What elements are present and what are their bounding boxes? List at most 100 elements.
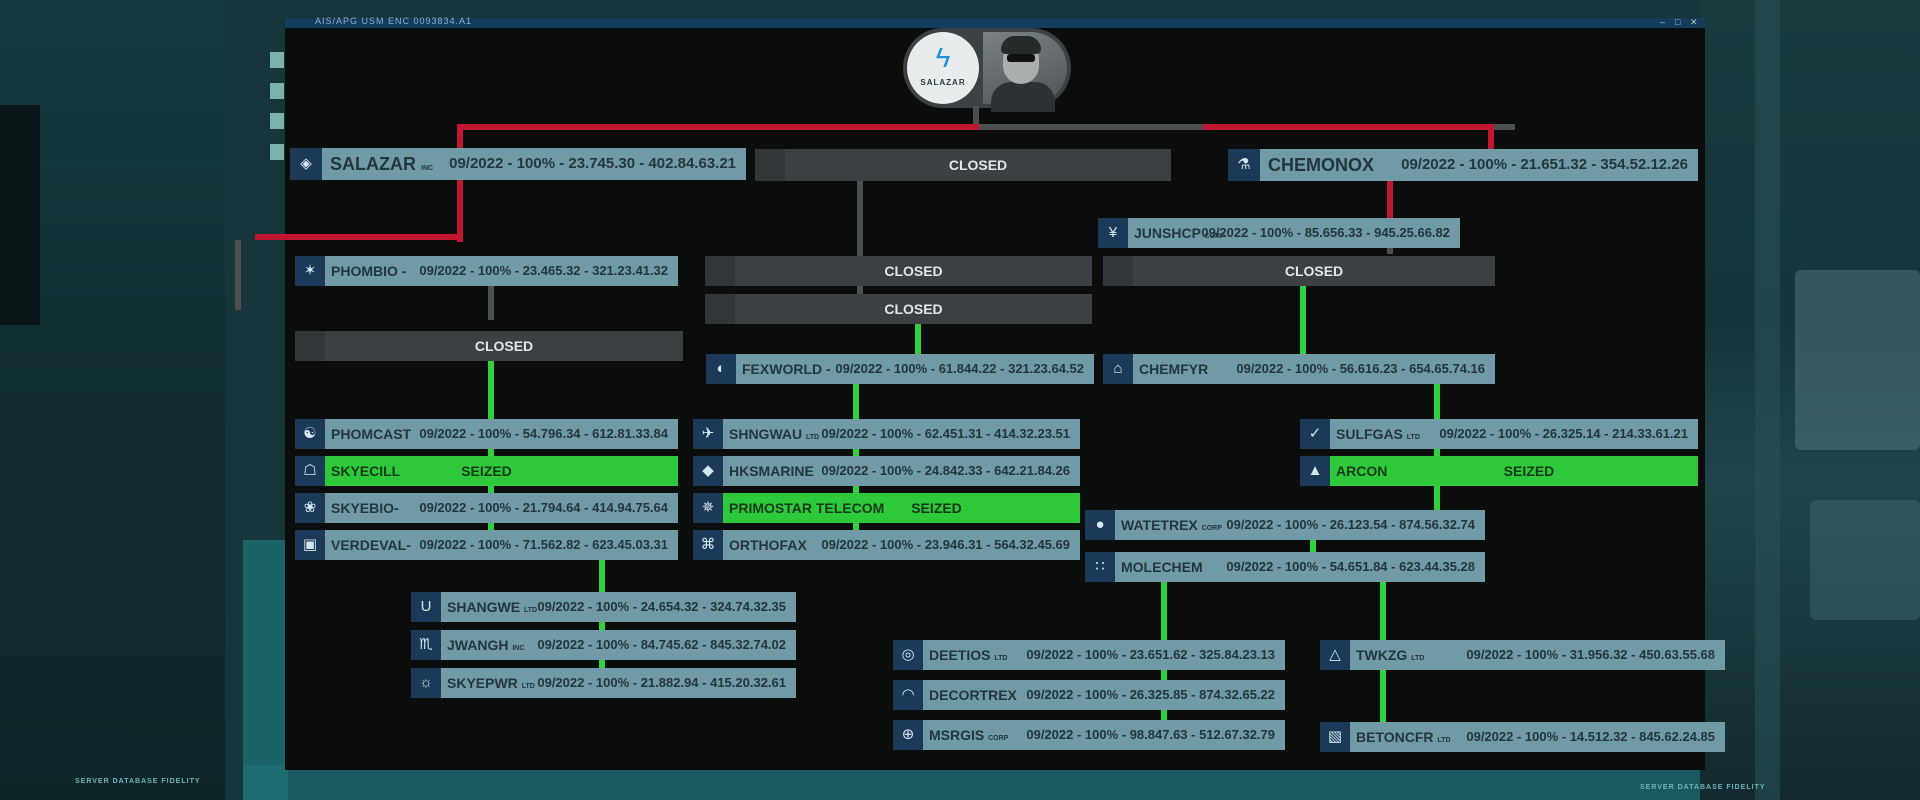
flame-icon: ⌂ — [1103, 354, 1133, 384]
closed-node[interactable]: CLOSED — [1103, 256, 1495, 286]
node-name: WATETREX — [1121, 517, 1198, 533]
triangle-icon: ▲ — [1300, 456, 1330, 486]
node-shngwau[interactable]: ✈ SHNGWAU LTD 09/2022 - 100% - 62.451.31… — [693, 419, 1080, 449]
node-salazar[interactable]: ◈ SALAZAR INC 09/2022 - 100% - 23.745.30… — [290, 148, 746, 180]
connector — [235, 240, 241, 310]
node-data: 09/2022 - 100% - 23.465.32 - 321.23.41.3… — [419, 263, 668, 278]
node-name: SALAZAR — [330, 154, 416, 174]
closed-cap — [705, 294, 735, 324]
node-sulfgas[interactable]: ✓ SULFGAS LTD 09/2022 - 100% - 26.325.14… — [1300, 419, 1698, 449]
node-primostar-telecom[interactable]: ✵ PRIMOSTAR TELECOM SEIZED — [693, 493, 1080, 523]
node-suffix: CORP — [988, 735, 1009, 742]
node-chemonox[interactable]: ⚗ CHEMONOX 09/2022 - 100% - 21.651.32 - … — [1228, 149, 1698, 181]
node-name: MOLECHEM — [1121, 559, 1203, 575]
node-shangwe[interactable]: U SHANGWE LTD 09/2022 - 100% - 24.654.32… — [411, 592, 796, 622]
node-data: 09/2022 - 100% - 14.512.32 - 845.62.24.8… — [1466, 729, 1715, 744]
node-data: 09/2022 - 100% - 84.745.62 - 845.32.74.0… — [537, 637, 786, 652]
command-icon: ⌘ — [693, 530, 723, 560]
node-data: 09/2022 - 100% - 98.847.63 - 512.67.32.7… — [1026, 727, 1275, 742]
node-suffix: LTD — [1411, 655, 1425, 662]
diamond-icon: ◆ — [693, 456, 723, 486]
node-data: 09/2022 - 100% - 85.656.33 - 945.25.66.8… — [1201, 225, 1450, 240]
shield-icon: ☖ — [295, 456, 325, 486]
node-suffix: CORP — [1201, 525, 1222, 532]
node-jwangh[interactable]: ♏ JWANGH INC 09/2022 - 100% - 84.745.62 … — [411, 630, 796, 660]
u-logo-icon: U — [411, 592, 441, 622]
connector — [915, 324, 921, 356]
node-data: 09/2022 - 100% - 21.651.32 - 354.52.12.2… — [1401, 156, 1688, 173]
connector — [1203, 124, 1493, 130]
node-skyecill[interactable]: ☖ SKYECILL SEIZED — [295, 456, 678, 486]
node-skyepwr[interactable]: ☼ SKYEPWR LTD 09/2022 - 100% - 21.882.94… — [411, 668, 796, 698]
title-bar: AIS/APG USM ENC 0093834.A1 – □ ✕ — [285, 16, 1705, 28]
closed-cap — [705, 256, 735, 286]
node-hksmarine[interactable]: ◆ HKSMARINE 09/2022 - 100% - 24.842.33 -… — [693, 456, 1080, 486]
node-name: CHEMONOX — [1268, 155, 1375, 175]
side-marker — [270, 113, 284, 129]
node-verdeval[interactable]: ▣ VERDEVAL- 09/2022 - 100% - 71.562.82 -… — [295, 530, 678, 560]
portrait-photo — [983, 32, 1067, 112]
closed-node[interactable]: CLOSED — [755, 149, 1171, 181]
node-name: ARCON — [1336, 463, 1388, 479]
closed-label: CLOSED — [948, 157, 1008, 173]
node-suffix: INC — [512, 645, 525, 652]
node-name: SKYEPWR — [447, 675, 518, 691]
node-name: VERDEVAL- — [331, 537, 411, 553]
salazar-header-logo[interactable]: ϟ SALAZAR — [903, 28, 1071, 112]
node-molechem[interactable]: ∷ MOLECHEM 09/2022 - 100% - 54.651.84 - … — [1085, 552, 1485, 582]
target-icon: ◎ — [893, 640, 923, 670]
close-button[interactable]: ✕ — [1690, 17, 1698, 27]
node-data: 09/2022 - 100% - 71.562.82 - 623.45.03.3… — [419, 537, 668, 552]
a-logo-icon: △ — [1320, 640, 1350, 670]
node-data: 09/2022 - 100% - 21.882.94 - 415.20.32.6… — [537, 675, 786, 690]
closed-node[interactable]: CLOSED — [705, 294, 1092, 324]
node-msrgis[interactable]: ⊕ MSRGIS CORP 09/2022 - 100% - 98.847.63… — [893, 720, 1285, 750]
connector — [488, 286, 494, 320]
m-logo-icon: ♏ — [411, 630, 441, 660]
node-data: 09/2022 - 100% - 26.123.54 - 874.56.32.7… — [1226, 517, 1475, 532]
node-deetios[interactable]: ◎ DEETIOS LTD 09/2022 - 100% - 23.651.62… — [893, 640, 1285, 670]
background-blur — [1810, 500, 1920, 620]
node-orthofax[interactable]: ⌘ ORTHOFAX 09/2022 - 100% - 23.946.31 - … — [693, 530, 1080, 560]
node-decortrex[interactable]: ◠ DECORTREX 09/2022 - 100% - 26.325.85 -… — [893, 680, 1285, 710]
connector — [857, 178, 863, 296]
closed-node[interactable]: CLOSED — [705, 256, 1092, 286]
node-twkzg[interactable]: △ TWKZG LTD 09/2022 - 100% - 31.956.32 -… — [1320, 640, 1725, 670]
maximize-button[interactable]: □ — [1675, 17, 1681, 27]
closed-node[interactable]: CLOSED — [295, 331, 683, 361]
node-phomcast[interactable]: ☯ PHOMCAST 09/2022 - 100% - 54.796.34 - … — [295, 419, 678, 449]
node-watetrex[interactable]: ● WATETREX CORP 09/2022 - 100% - 26.123.… — [1085, 510, 1485, 540]
node-phombio[interactable]: ✶ PHOMBIO - 09/2022 - 100% - 23.465.32 -… — [295, 256, 678, 286]
portrait-hair — [1001, 36, 1041, 54]
dots-icon: ∷ — [1085, 552, 1115, 582]
arc-icon: ◠ — [893, 680, 923, 710]
star-icon: ✵ — [693, 493, 723, 523]
layers-icon: ◈ — [290, 148, 322, 180]
node-name: JWANGH — [447, 637, 509, 653]
connector — [457, 178, 463, 242]
node-skyebio[interactable]: ❀ SKYEBIO- 09/2022 - 100% - 21.794.64 - … — [295, 493, 678, 523]
app-screen: AIS/APG USM ENC 0093834.A1 – □ ✕ ϟ SALAZ… — [235, 16, 1725, 770]
node-fexworld[interactable]: ◐ FEXWORLD - 09/2022 - 100% - 61.844.22 … — [706, 354, 1094, 384]
node-arcon[interactable]: ▲ ARCON SEIZED — [1300, 456, 1698, 486]
node-name: JUNSHCP — [1134, 225, 1201, 241]
node-suffix: LTD — [521, 683, 535, 690]
minimize-button[interactable]: – — [1660, 17, 1666, 27]
teal-glow — [243, 540, 288, 800]
node-data: 09/2022 - 100% - 54.651.84 - 623.44.35.2… — [1226, 559, 1475, 574]
portrait-body — [991, 82, 1055, 112]
node-name: DECORTREX — [929, 687, 1017, 703]
portrait-glasses — [1007, 54, 1035, 62]
node-name: PHOMCAST — [331, 426, 412, 442]
node-suffix: LTD — [994, 655, 1008, 662]
monitor-edge — [1755, 0, 1780, 800]
node-data: 09/2022 - 100% - 26.325.14 - 214.33.61.2… — [1439, 426, 1688, 441]
closed-label: CLOSED — [884, 301, 943, 317]
connector — [255, 234, 463, 240]
node-junshcp[interactable]: ¥ JUNSHCP CORP 09/2022 - 100% - 85.656.3… — [1098, 218, 1460, 248]
node-chemfyr[interactable]: ⌂ CHEMFYR 09/2022 - 100% - 56.616.23 - 6… — [1103, 354, 1495, 384]
node-betoncfr[interactable]: ▧ BETONCFR LTD 09/2022 - 100% - 14.512.3… — [1320, 722, 1725, 752]
bottom-glow — [243, 765, 1703, 800]
hand-icon: ☯ — [295, 419, 325, 449]
node-data: 09/2022 - 100% - 26.325.85 - 874.32.65.2… — [1026, 687, 1275, 702]
